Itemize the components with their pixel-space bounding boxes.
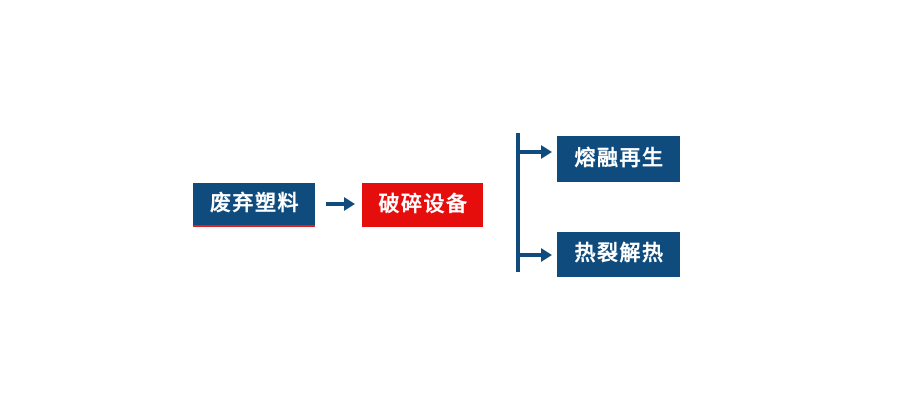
node-output-top-label: 熔融再生 [574, 145, 665, 170]
connector-split-trunk [516, 133, 520, 272]
arrow-head-icon [344, 197, 355, 211]
node-output-bottom-label: 热裂解热 [574, 241, 665, 265]
arrow-shaft [518, 150, 542, 154]
arrow-shaft [326, 202, 345, 206]
node-output-pyrolysis[interactable]: 热裂解热 [557, 232, 680, 277]
arrow-head-icon [541, 145, 552, 159]
arrow-shaft [518, 253, 542, 257]
node-source-waste-plastic[interactable]: 废弃塑料 [193, 183, 315, 225]
node-source-red-underline [193, 225, 315, 227]
node-source-label: 废弃塑料 [210, 190, 300, 215]
node-process-label: 破碎设备 [378, 191, 469, 216]
node-process-crushing-equipment[interactable]: 破碎设备 [362, 183, 483, 227]
node-output-melt-regeneration[interactable]: 熔融再生 [557, 136, 680, 182]
arrow-head-icon [541, 248, 552, 262]
